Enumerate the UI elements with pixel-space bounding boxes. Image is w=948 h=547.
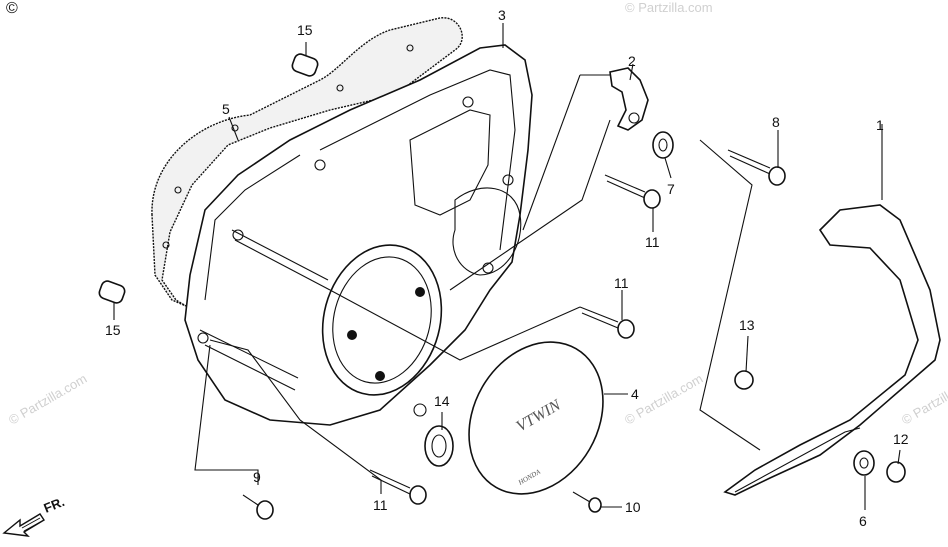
bolt-11-lower <box>369 469 427 505</box>
callout-1: 1 <box>876 117 884 133</box>
callout-13: 13 <box>739 317 755 333</box>
callout-10: 10 <box>625 499 641 515</box>
callout-3: 3 <box>498 7 506 23</box>
callout-11-upper: 11 <box>645 234 660 250</box>
front-direction-arrow: FR. <box>2 494 67 537</box>
outer-guard <box>723 204 941 496</box>
front-label: FR. <box>42 494 67 516</box>
grommet-6 <box>853 450 875 476</box>
screw-10 <box>572 491 602 513</box>
clutch-cover: VTWIN HONDA <box>468 341 604 495</box>
callout-9: 9 <box>253 469 261 485</box>
watermark-left: © Partzilla.com <box>6 371 89 428</box>
bracket <box>609 67 649 131</box>
callout-8: 8 <box>772 114 780 130</box>
callout-2: 2 <box>628 53 636 69</box>
collar-12 <box>886 461 906 483</box>
callout-6: 6 <box>859 513 867 529</box>
callout-5: 5 <box>222 101 230 117</box>
oil-seal <box>424 425 454 467</box>
dowel-pin-lower <box>98 280 126 304</box>
grommet-13 <box>734 370 754 390</box>
watermark-top-right: © Partzilla.com <box>625 0 713 15</box>
leader-lines <box>113 23 901 510</box>
bolt-9 <box>242 494 274 520</box>
gasket <box>151 17 463 307</box>
callout-11-middle: 11 <box>614 275 629 291</box>
bolt-11-middle <box>579 306 635 339</box>
callout-7: 7 <box>667 181 675 197</box>
bolt-11-upper <box>604 174 661 209</box>
watermark-corner: © <box>6 0 18 17</box>
crankcase-cover <box>184 44 533 426</box>
callout-12: 12 <box>893 431 909 447</box>
callout-4: 4 <box>631 386 639 402</box>
callout-11-lower: 11 <box>373 497 388 513</box>
callout-14: 14 <box>434 393 450 409</box>
bolt-8 <box>727 149 786 186</box>
callout-15-upper: 15 <box>297 22 313 38</box>
grommet <box>652 131 674 159</box>
dowel-pin-upper <box>291 53 319 77</box>
callout-15-lower: 15 <box>105 322 121 338</box>
